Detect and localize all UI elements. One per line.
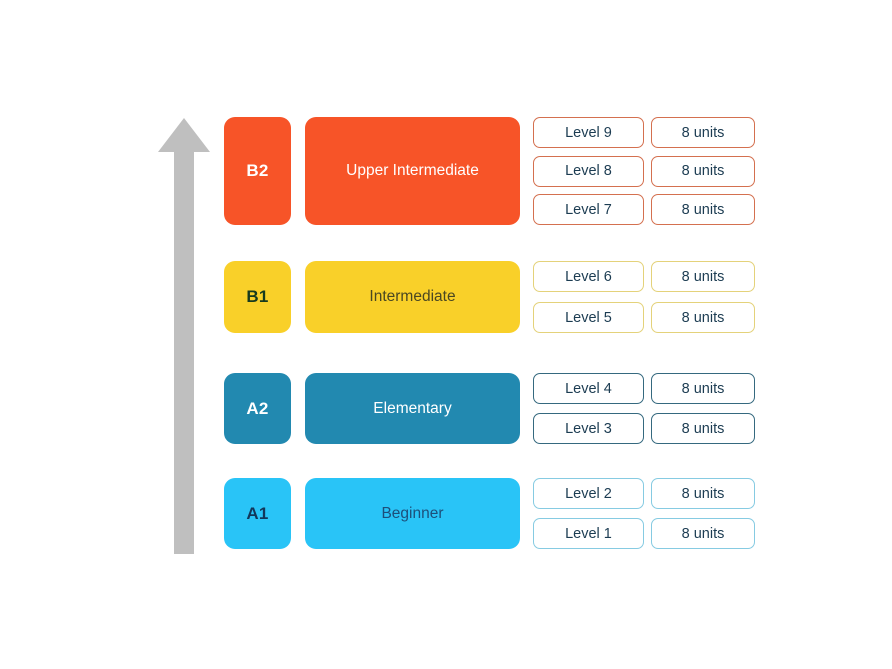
level-code-chip-b2[interactable]: B2 [224,117,291,225]
units-pill[interactable]: 8 units [651,155,755,187]
units-stack-a1: 8 units 8 units [651,478,755,549]
level-pill[interactable]: Level 9 [533,117,644,148]
units-pill[interactable]: 8 units [651,117,755,148]
level-pill[interactable]: Level 4 [533,373,644,404]
level-name-bar-b1[interactable]: Intermediate [305,261,520,333]
up-arrow-icon [158,118,210,554]
levels-stack-b1: Level 6 Level 5 [533,261,644,333]
levels-stack-b2: Level 9 Level 8 Level 7 [533,117,644,225]
level-pill[interactable]: Level 5 [533,302,644,333]
level-name-bar-b2[interactable]: Upper Intermediate [305,117,520,225]
units-pill[interactable]: 8 units [651,194,755,225]
units-pill[interactable]: 8 units [651,478,755,509]
level-code-chip-a2[interactable]: A2 [224,373,291,444]
level-pill[interactable]: Level 2 [533,478,644,509]
units-pill[interactable]: 8 units [651,261,755,292]
level-pill[interactable]: Level 1 [533,518,644,549]
level-pill[interactable]: Level 8 [533,155,644,187]
level-code-chip-b1[interactable]: B1 [224,261,291,333]
units-stack-b2: 8 units 8 units 8 units [651,117,755,225]
units-stack-b1: 8 units 8 units [651,261,755,333]
arrow-shape [158,118,210,554]
level-code-chip-a1[interactable]: A1 [224,478,291,549]
level-pill[interactable]: Level 7 [533,194,644,225]
units-pill[interactable]: 8 units [651,413,755,444]
units-pill[interactable]: 8 units [651,302,755,333]
units-pill[interactable]: 8 units [651,373,755,404]
levels-stack-a1: Level 2 Level 1 [533,478,644,549]
level-pill[interactable]: Level 3 [533,413,644,444]
level-name-bar-a2[interactable]: Elementary [305,373,520,444]
level-name-bar-a1[interactable]: Beginner [305,478,520,549]
units-stack-a2: 8 units 8 units [651,373,755,444]
levels-stack-a2: Level 4 Level 3 [533,373,644,444]
units-pill[interactable]: 8 units [651,518,755,549]
level-pill[interactable]: Level 6 [533,261,644,292]
